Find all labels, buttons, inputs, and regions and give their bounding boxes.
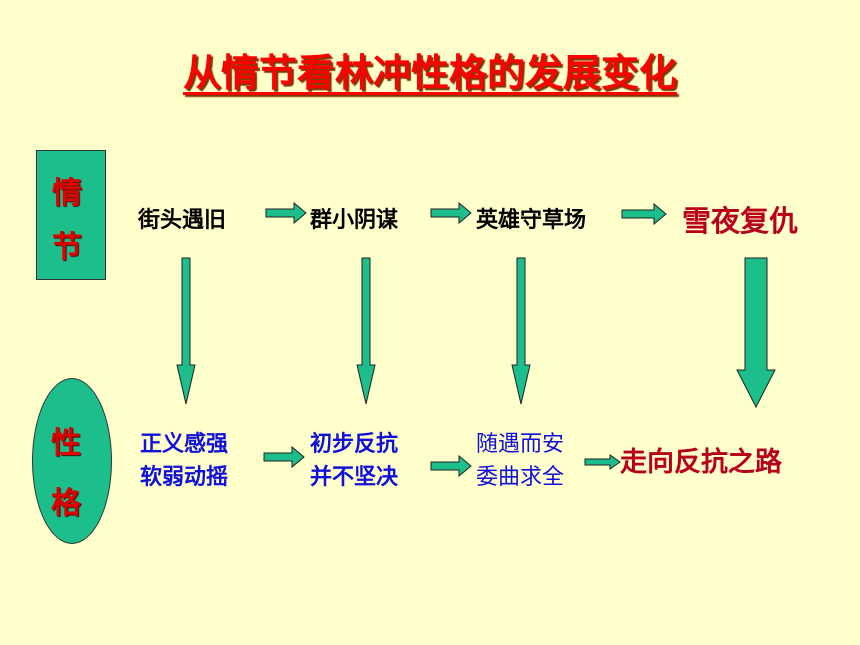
arrow-down-icon: [736, 257, 776, 409]
plot-stage-1: 街头遇旧: [138, 208, 227, 233]
character-stage-1: 正义感强 软弱动摇: [140, 428, 228, 494]
arrow-down-icon: [356, 257, 376, 405]
arrow-right-icon: [265, 201, 307, 225]
plot-label-char-1: 情: [52, 176, 82, 211]
character-stage-3-line-2: 委曲求全: [476, 465, 565, 490]
arrow-right-icon: [584, 454, 621, 470]
character-label-char-2: 格: [51, 486, 81, 521]
plot-stage-3: 英雄守草场: [476, 208, 587, 233]
character-label-oval: [32, 378, 112, 544]
arrow-down-icon: [511, 257, 531, 405]
arrow-right-icon: [263, 445, 305, 469]
plot-label-box: [36, 150, 106, 280]
character-stage-2-line-1: 初步反抗: [310, 432, 399, 457]
arrow-right-icon: [430, 201, 472, 225]
arrow-right-icon: [621, 202, 667, 226]
character-stage-2-line-2: 并不坚决: [310, 465, 399, 490]
page-title: 从情节看林冲性格的发展变化: [182, 51, 677, 95]
character-stage-3: 随遇而安 委曲求全: [476, 428, 564, 494]
arrow-down-icon: [176, 257, 196, 405]
character-label-char-1: 性: [51, 426, 81, 461]
character-stage-3-line-1: 随遇而安: [476, 432, 565, 457]
arrow-right-icon: [430, 454, 472, 478]
plot-stage-4: 雪夜复仇: [682, 204, 799, 238]
character-stage-1-line-2: 软弱动摇: [140, 465, 229, 490]
character-stage-4: 走向反抗之路: [620, 447, 782, 478]
plot-label-char-2: 节: [52, 230, 82, 265]
character-stage-2: 初步反抗 并不坚决: [310, 428, 398, 494]
character-stage-1-line-1: 正义感强: [140, 432, 229, 457]
plot-stage-2: 群小阴谋: [310, 208, 399, 233]
